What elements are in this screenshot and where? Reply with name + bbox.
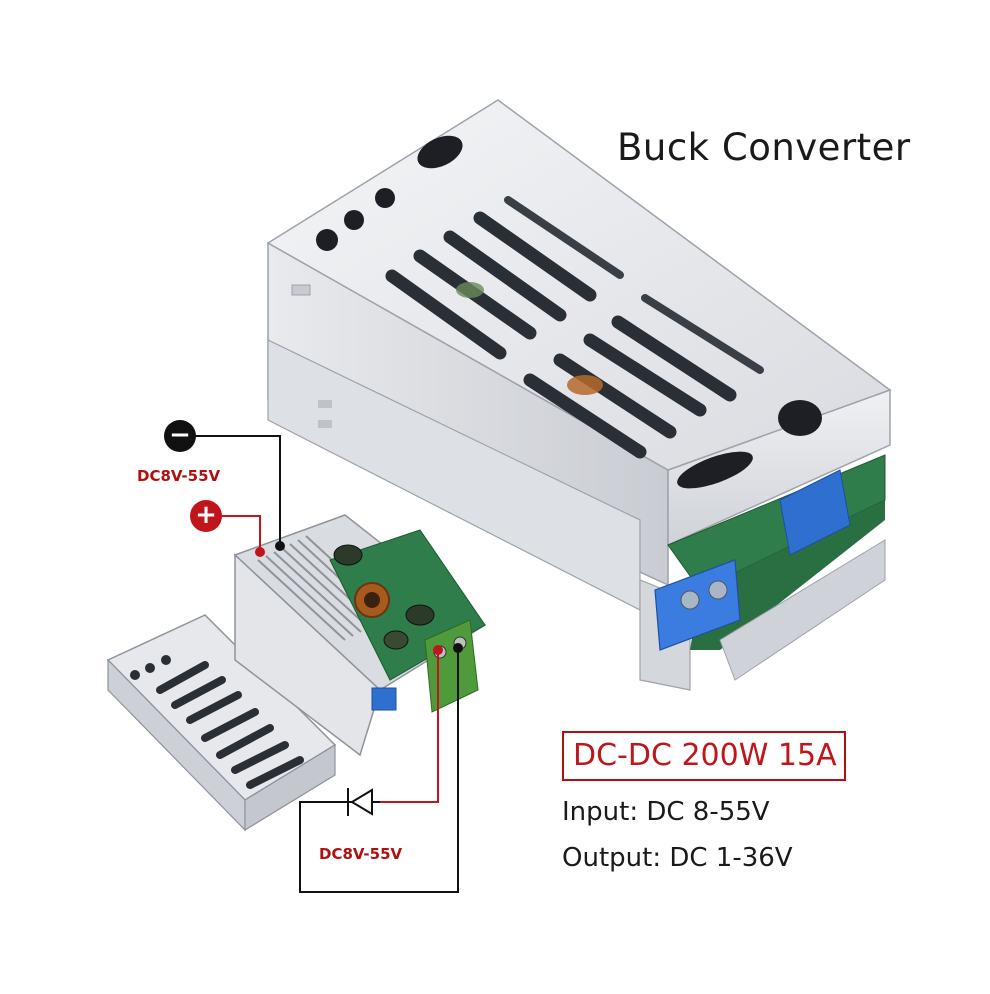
diode-icon	[342, 788, 380, 816]
spec-badge-frame	[562, 731, 846, 781]
output-voltage-label: DC8V-55V	[319, 845, 403, 863]
open-module	[106, 514, 487, 832]
input-voltage-label: DC8V-55V	[137, 467, 221, 485]
negative-terminal-icon: −	[164, 420, 196, 452]
negative-symbol: −	[169, 420, 191, 450]
output-spec: Output: DC 1-36V	[562, 843, 793, 873]
spec-badge: DC-DC 200W 15A	[573, 738, 837, 773]
wiring-diagram	[190, 435, 463, 893]
product-title: Buck Converter	[617, 126, 911, 169]
input-spec: Input: DC 8-55V	[562, 797, 770, 827]
enclosure	[266, 99, 892, 691]
positive-symbol: +	[195, 500, 217, 530]
positive-terminal-icon: +	[190, 500, 222, 532]
